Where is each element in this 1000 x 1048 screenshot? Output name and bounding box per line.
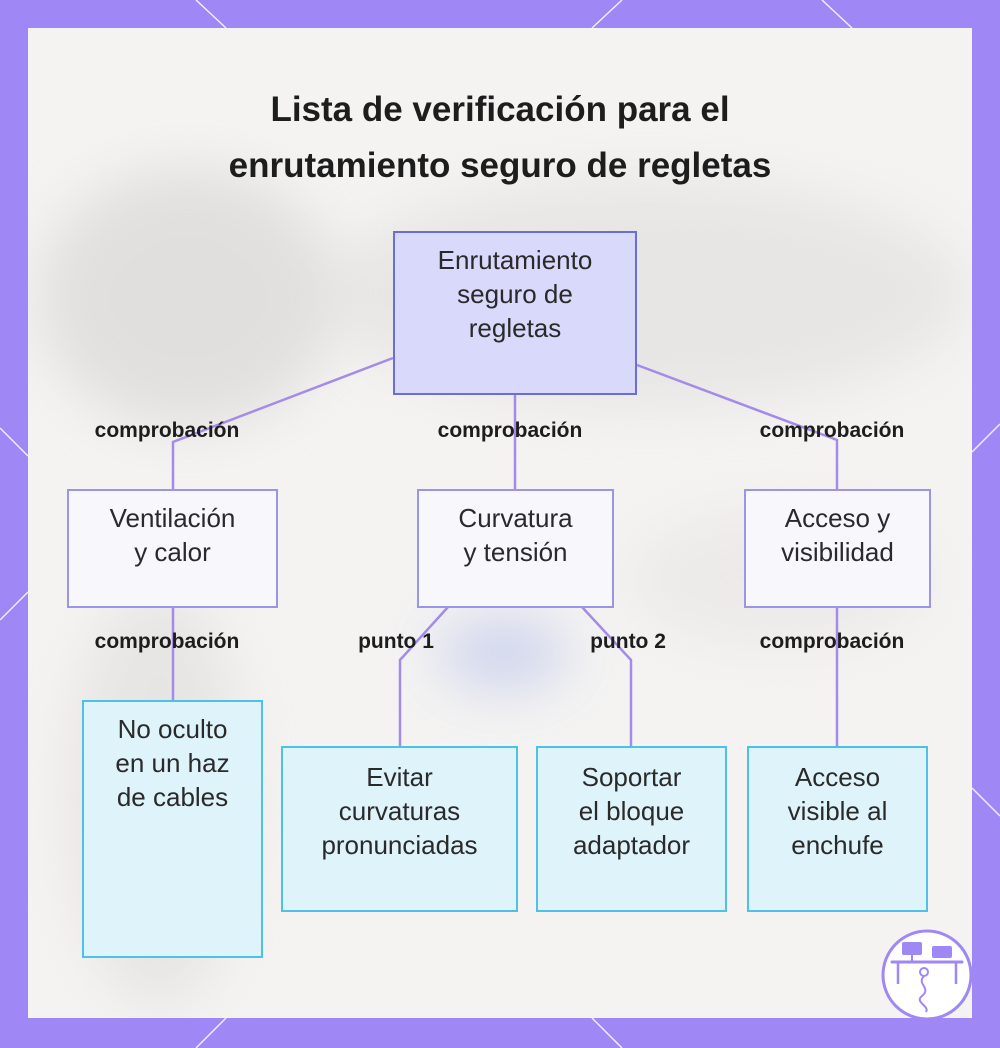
node-not-hidden-in-bundle: No oculto en un haz de cables: [82, 700, 263, 958]
edge-label-ventilation: comprobación: [94, 419, 240, 442]
node-line: en un haz: [115, 748, 230, 778]
node-access-visibility: Acceso y visibilidad: [744, 489, 931, 608]
node-line: seguro de: [457, 279, 573, 309]
node-line: visible al: [787, 796, 888, 826]
node-line: el bloque: [578, 796, 685, 826]
node-line: Enrutamiento: [437, 245, 593, 275]
node-avoid-sharp-bends: Evitar curvaturas pronunciadas: [281, 746, 518, 912]
node-visible-plug-access: Acceso visible al enchufe: [747, 746, 928, 912]
node-line: Curvatura: [458, 503, 573, 533]
desk-with-monitors-and-cable-icon: [881, 929, 973, 1021]
node-line: regletas: [468, 313, 562, 343]
node-line: enchufe: [791, 830, 884, 860]
node-line: Evitar: [366, 762, 433, 792]
node-line: No oculto: [117, 714, 228, 744]
node-line: Soportar: [581, 762, 682, 792]
edge-label-access: comprobación: [759, 419, 905, 442]
title-line-1: Lista de verificación para el: [270, 90, 730, 129]
node-line: pronunciadas: [321, 830, 478, 860]
node-line: Acceso: [794, 762, 881, 792]
diagram-title: Lista de verificación para el enrutamien…: [0, 82, 1000, 194]
node-line: Acceso y: [784, 503, 891, 533]
edge-label-visible: comprobación: [759, 630, 905, 653]
node-line: adaptador: [572, 830, 691, 860]
edge-label-not-hidden: comprobación: [94, 630, 240, 653]
title-line-2: enrutamiento seguro de regletas: [228, 146, 772, 185]
node-line: y calor: [134, 537, 211, 567]
node-line: de cables: [116, 782, 229, 812]
edge-label-curvature: comprobación: [437, 419, 583, 442]
node-line: curvaturas: [338, 796, 461, 826]
edge-label-point-1: punto 1: [358, 630, 434, 653]
edge-label-point-2: punto 2: [590, 630, 666, 653]
node-support-adapter-block: Soportar el bloque adaptador: [536, 746, 727, 912]
node-line: visibilidad: [781, 537, 894, 567]
node-line: Ventilación: [109, 503, 236, 533]
node-ventilation-heat: Ventilación y calor: [67, 489, 278, 608]
node-safe-routing: Enrutamiento seguro de regletas: [393, 231, 637, 395]
node-line: y tensión: [463, 537, 568, 567]
node-curvature-tension: Curvatura y tensión: [417, 489, 614, 608]
